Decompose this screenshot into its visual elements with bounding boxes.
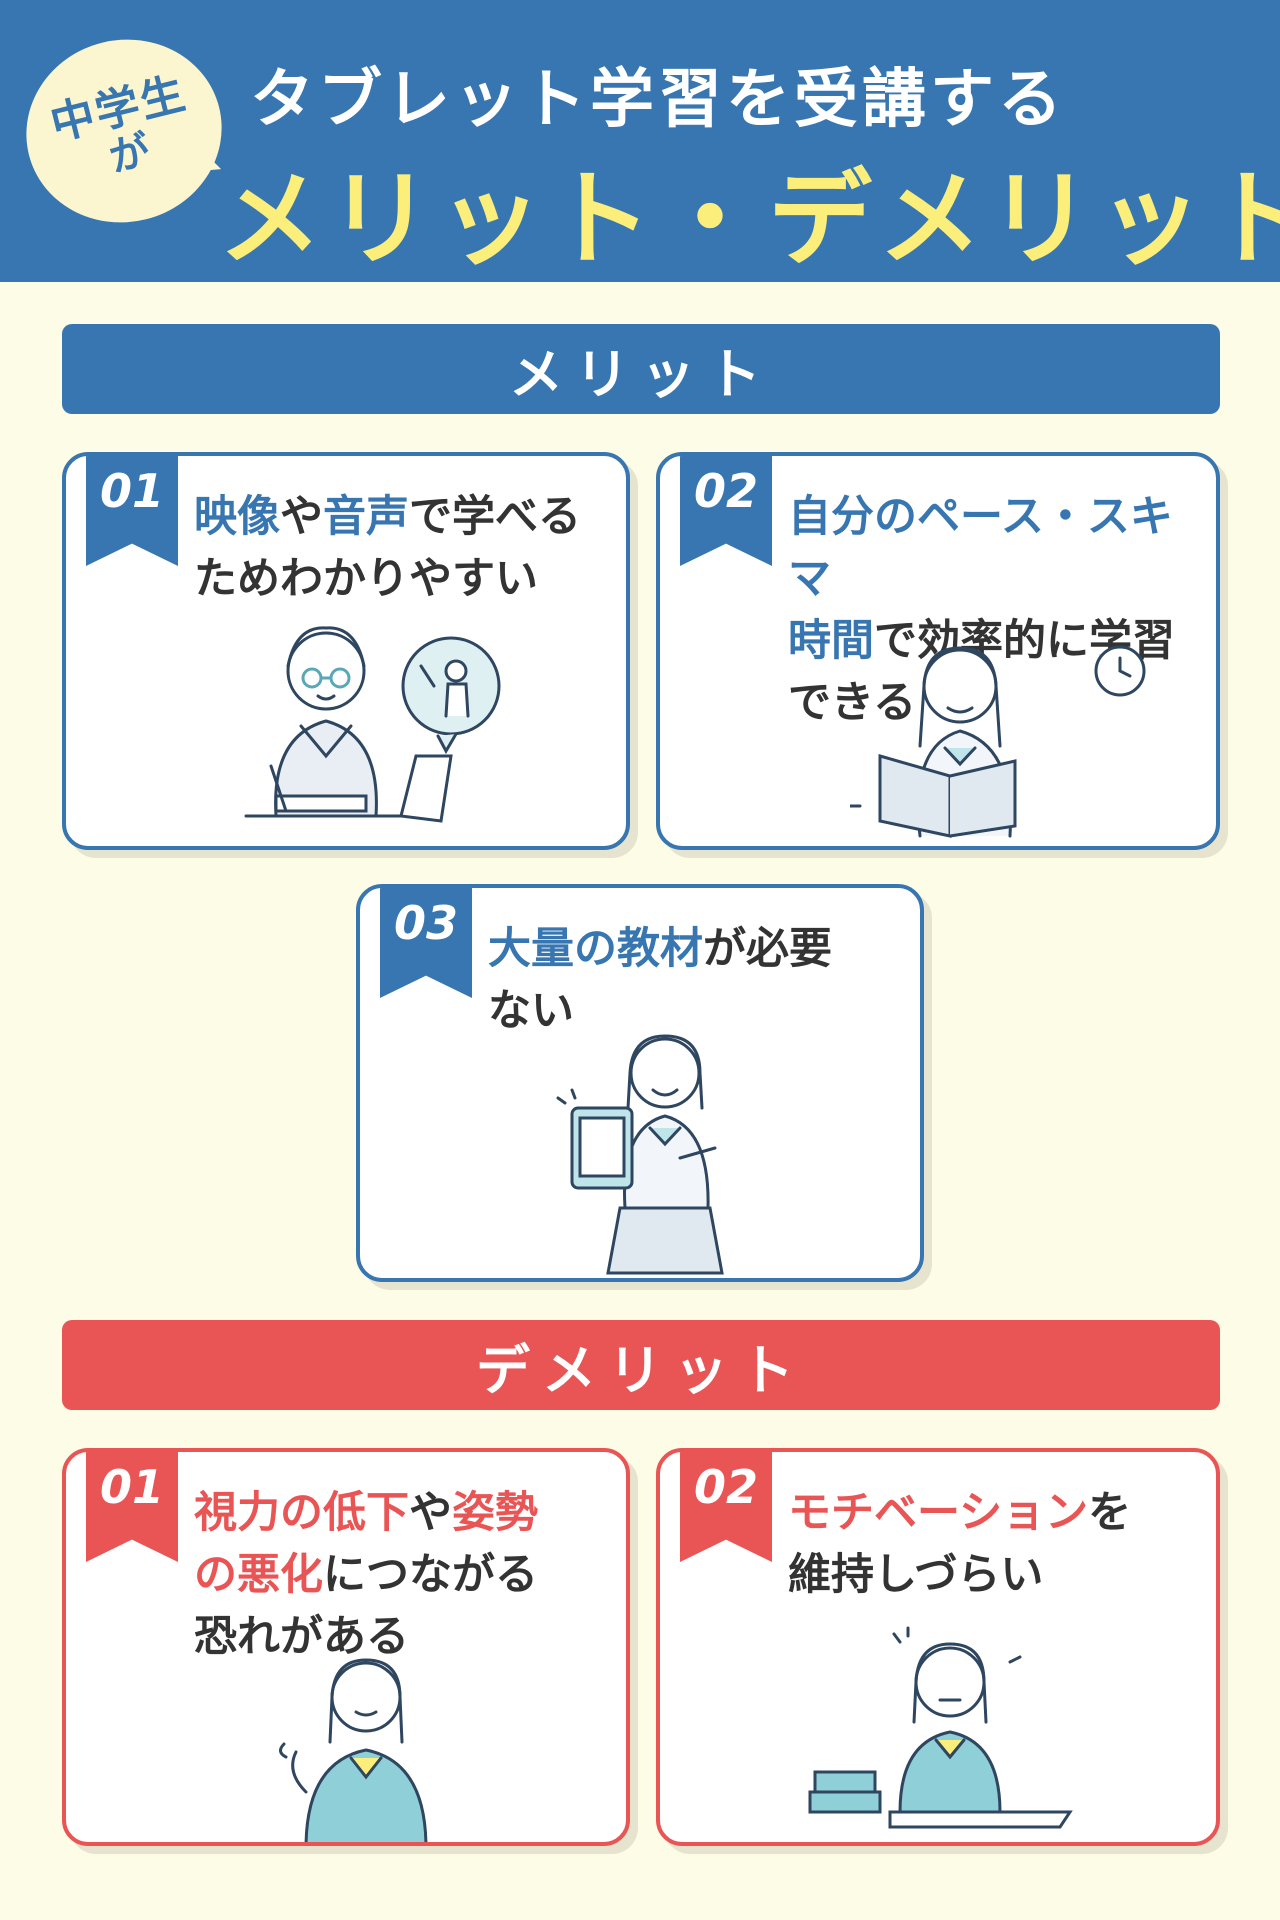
card-number-ribbon: 02: [680, 1452, 772, 1562]
plain-text: や: [409, 1488, 452, 1538]
card-number-ribbon: 02: [680, 456, 772, 566]
highlight-text: 視力の低下: [194, 1488, 409, 1538]
tired-student-illustration: [279, 1658, 428, 1842]
card-text: 視力の低下や姿勢の悪化につながる恐れがある: [194, 1482, 616, 1668]
plain-text: 恐れがある: [194, 1612, 409, 1662]
card-number-ribbon: 01: [86, 1452, 178, 1562]
unmotivated-student-illustration: [808, 1626, 1073, 1829]
card-number-ribbon: 01: [86, 456, 178, 566]
highlight-text: モチベーション: [788, 1488, 1089, 1538]
plain-text: 維持しづらい: [788, 1550, 1044, 1600]
card-number-ribbon: 03: [380, 888, 472, 998]
student-holding-tablet-illustration: [556, 1034, 724, 1275]
plain-text: できる: [788, 678, 917, 728]
audience-badge: 中学生 が: [6, 18, 242, 244]
plain-text: が必要: [703, 924, 832, 974]
merit-heading: メリット: [62, 324, 1220, 414]
demerit-card-01: 01 視力の低下や姿勢の悪化につながる恐れがある: [62, 1448, 630, 1846]
merit-card-03: 03 大量の教材が必要ない: [356, 884, 924, 1282]
highlight-text: 映像: [194, 492, 280, 542]
plain-text: を: [1088, 1488, 1132, 1538]
page-title: メリット・デメリット: [218, 158, 1280, 280]
page-subtitle: タブレット学習を受講する: [250, 63, 1066, 137]
badge-line2: が: [104, 127, 155, 182]
plain-text: で学べる: [409, 492, 581, 542]
demerit-heading: デメリット: [62, 1320, 1220, 1410]
plain-text: や: [280, 492, 323, 542]
highlight-text: の悪化: [194, 1550, 323, 1600]
demerit-card-02: 02 モチベーションを維持しづらい: [656, 1448, 1220, 1846]
highlight-text: 自分のペース・スキマ: [788, 492, 1173, 604]
highlight-text: 時間: [788, 616, 874, 666]
card-text: モチベーションを維持しづらい: [788, 1482, 1206, 1606]
student-tablet-illustration: [244, 626, 501, 823]
plain-text: ない: [488, 986, 574, 1036]
merit-card-02: 02 自分のペース・スキマ時間で効率的に学習できる: [656, 452, 1220, 850]
card-text: 大量の教材が必要ない: [488, 918, 910, 1042]
card-text: 自分のペース・スキマ時間で効率的に学習できる: [788, 486, 1206, 734]
plain-text: ためわかりやすい: [194, 554, 538, 604]
header-banner: 中学生 が タブレット学習を受講する メリット・デメリット: [0, 0, 1280, 282]
highlight-text: 大量の教材: [488, 924, 703, 974]
highlight-text: 音声: [323, 492, 409, 542]
highlight-text: 姿勢: [452, 1488, 538, 1538]
card-text: 映像や音声で学べるためわかりやすい: [194, 486, 616, 610]
student-reading-illustration: [850, 645, 1146, 838]
merit-card-01: 01 映像や音声で学べるためわかりやすい: [62, 452, 630, 850]
plain-text: につながる: [323, 1550, 538, 1600]
